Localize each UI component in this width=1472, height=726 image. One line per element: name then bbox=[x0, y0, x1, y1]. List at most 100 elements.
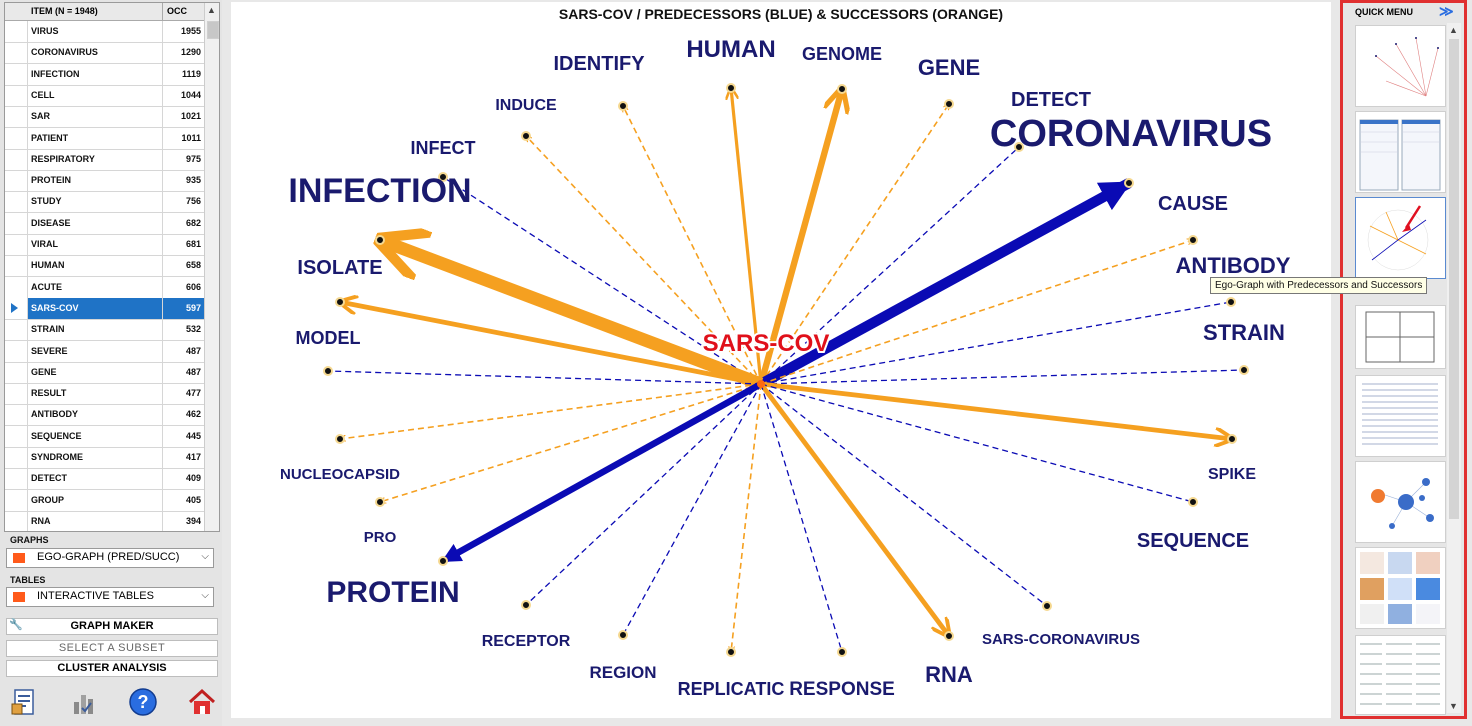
node-label-nucleocapsid[interactable]: NUCLEOCAPSID bbox=[280, 466, 400, 483]
node-label-detect[interactable]: DETECT bbox=[1011, 89, 1091, 111]
node-label-strain[interactable]: STRAIN bbox=[1203, 320, 1285, 345]
node-protein[interactable] bbox=[438, 556, 448, 566]
scroll-down-icon[interactable]: ▼ bbox=[1449, 701, 1458, 711]
node-strain[interactable] bbox=[1239, 365, 1249, 375]
node-gene[interactable] bbox=[944, 99, 954, 109]
row-indicator[interactable] bbox=[5, 127, 28, 149]
node-label-region[interactable]: REGION bbox=[589, 663, 656, 682]
thumbnail-tables[interactable] bbox=[1355, 111, 1446, 193]
row-indicator[interactable] bbox=[5, 425, 28, 447]
node-human[interactable] bbox=[726, 83, 736, 93]
graph-maker-button[interactable]: 🔧 GRAPH MAKER bbox=[6, 618, 218, 635]
row-indicator[interactable] bbox=[5, 170, 28, 192]
node-label-spike[interactable]: SPIKE bbox=[1208, 466, 1256, 483]
node-label-identify[interactable]: IDENTIFY bbox=[553, 53, 645, 75]
row-indicator[interactable] bbox=[5, 404, 28, 426]
node-label-rna[interactable]: RNA bbox=[925, 662, 973, 687]
node-label-cause[interactable]: CAUSE bbox=[1158, 193, 1228, 215]
thumbnail-graph[interactable] bbox=[1355, 25, 1446, 107]
scrollbar-thumb[interactable] bbox=[1449, 39, 1459, 519]
column-header-occ[interactable]: OCC bbox=[167, 6, 187, 16]
node-rna[interactable] bbox=[944, 631, 954, 641]
node-detect[interactable] bbox=[1014, 142, 1024, 152]
row-indicator[interactable] bbox=[5, 319, 28, 341]
chevron-down-icon[interactable]: ⌵ bbox=[201, 590, 209, 601]
thumbnail-list[interactable] bbox=[1355, 635, 1446, 715]
node-label-response[interactable]: RESPONSE bbox=[789, 679, 895, 700]
row-indicator[interactable] bbox=[5, 361, 28, 383]
node-label-protein[interactable]: PROTEIN bbox=[326, 576, 459, 609]
node-nucleocapsid[interactable] bbox=[335, 434, 345, 444]
row-indicator[interactable] bbox=[5, 63, 28, 85]
node-label-pro[interactable]: PRO bbox=[364, 529, 397, 546]
row-indicator[interactable] bbox=[5, 255, 28, 277]
node-pro[interactable] bbox=[375, 497, 385, 507]
node-induce[interactable] bbox=[521, 131, 531, 141]
node-label-genome[interactable]: GENOME bbox=[802, 44, 882, 64]
row-indicator[interactable] bbox=[5, 447, 28, 468]
scroll-up-icon[interactable]: ▲ bbox=[207, 5, 216, 15]
graphs-dropdown[interactable]: EGO-GRAPH (PRED/SUCC) ⌵ bbox=[6, 548, 214, 568]
node-spike[interactable] bbox=[1227, 434, 1237, 444]
node-label-infection[interactable]: INFECTION bbox=[288, 172, 471, 210]
row-indicator[interactable] bbox=[5, 106, 28, 128]
row-indicator[interactable] bbox=[5, 276, 28, 298]
collapse-arrow-icon[interactable]: ≫ bbox=[1439, 3, 1454, 19]
node-label-induce[interactable]: INDUCE bbox=[495, 97, 557, 114]
tables-dropdown[interactable]: INTERACTIVE TABLES ⌵ bbox=[6, 587, 214, 607]
node-label-antibody[interactable]: ANTIBODY bbox=[1176, 253, 1291, 278]
row-indicator[interactable] bbox=[5, 84, 28, 106]
thumbnail-document[interactable] bbox=[1355, 375, 1446, 457]
thumbnail-ego-graph[interactable] bbox=[1355, 197, 1446, 279]
scroll-up-icon[interactable]: ▲ bbox=[1449, 25, 1458, 35]
node-region[interactable] bbox=[618, 630, 628, 640]
quick-menu-scrollbar[interactable]: ▲ ▼ bbox=[1447, 23, 1461, 713]
thumbnail-matrix[interactable] bbox=[1355, 305, 1446, 369]
chevron-down-icon[interactable]: ⌵ bbox=[201, 551, 209, 562]
row-indicator[interactable] bbox=[5, 148, 28, 170]
node-cause[interactable] bbox=[1188, 235, 1198, 245]
node-coronavirus[interactable] bbox=[1124, 178, 1134, 188]
row-indicator[interactable] bbox=[5, 489, 28, 511]
node-sars-coronavirus[interactable] bbox=[1042, 601, 1052, 611]
cluster-analysis-button[interactable]: CLUSTER ANALYSIS bbox=[6, 660, 218, 677]
scrollbar-thumb[interactable] bbox=[207, 21, 219, 39]
node-infect[interactable] bbox=[438, 172, 448, 182]
home-icon[interactable] bbox=[186, 686, 218, 718]
graph-canvas[interactable]: SARS-COV / PREDECESSORS (BLUE) & SUCCESS… bbox=[231, 2, 1331, 718]
row-indicator[interactable] bbox=[5, 297, 28, 319]
node-replicatic[interactable] bbox=[726, 647, 736, 657]
row-indicator[interactable] bbox=[5, 212, 28, 234]
node-infection[interactable] bbox=[375, 235, 385, 245]
node-label-sars-coronavirus[interactable]: SARS-CORONAVIRUS bbox=[982, 631, 1140, 648]
node-model[interactable] bbox=[323, 366, 333, 376]
row-indicator[interactable] bbox=[5, 510, 28, 531]
ego-graph[interactable]: SARS-COV / PREDECESSORS (BLUE) & SUCCESS… bbox=[231, 2, 1331, 718]
row-indicator[interactable] bbox=[5, 21, 28, 42]
thumbnail-charts[interactable] bbox=[1355, 547, 1446, 629]
row-indicator[interactable] bbox=[5, 383, 28, 405]
row-indicator[interactable] bbox=[5, 340, 28, 362]
node-label-receptor[interactable]: RECEPTOR bbox=[482, 633, 571, 650]
chart-icon[interactable] bbox=[68, 686, 100, 718]
node-identify[interactable] bbox=[618, 101, 628, 111]
select-subset-button[interactable]: SELECT A SUBSET bbox=[6, 640, 218, 657]
